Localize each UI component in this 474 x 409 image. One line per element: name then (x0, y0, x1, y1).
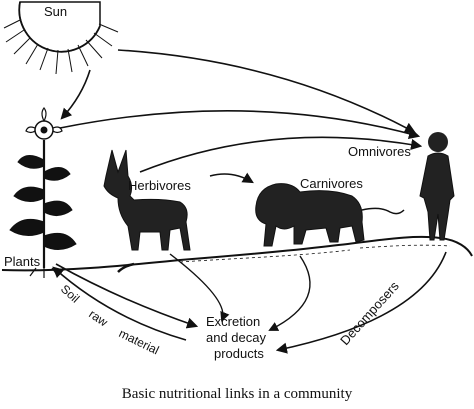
ground-hatching (179, 244, 451, 263)
arrow-plants-to-excretion (55, 263, 199, 329)
excretion-label-line3: products (214, 346, 264, 361)
herbivore-icon (103, 149, 191, 251)
sun-label: Sun (44, 4, 67, 19)
herbivores-label: Herbivores (128, 178, 191, 193)
excretion-label-line2: and decay (206, 330, 266, 345)
carnivore-icon (255, 183, 405, 247)
decomposers-label: Decomposers (337, 278, 402, 348)
arrow-sun-to-plant (60, 69, 91, 120)
diagram-caption: Basic nutritional links in a community (122, 386, 353, 402)
omnivores-label: Omnivores (348, 144, 411, 159)
arrow-herbivores-to-omnivores (139, 136, 423, 173)
plant-icon (9, 107, 77, 278)
soil-label-word2: raw (86, 307, 110, 330)
arrow-omnivore-to-excretion (275, 251, 447, 354)
arrow-herbivores-to-carnivores (209, 172, 254, 184)
omnivore-icon (419, 132, 455, 241)
carnivores-label: Carnivores (300, 176, 363, 191)
soil-label-word3: material (117, 326, 162, 357)
arrow-sun-to-omnivores (117, 49, 416, 134)
arrow-carnivore-to-excretion (268, 255, 311, 331)
sun-icon (3, 1, 119, 75)
arrow-plant-to-omnivores (59, 110, 421, 140)
soil-label-word1: Soil (58, 282, 82, 306)
arrow-soil-to-plants (52, 266, 187, 341)
plants-label: Plants (4, 254, 41, 269)
arrow-herbivore-to-excretion (169, 253, 230, 322)
ground-mark (117, 262, 135, 273)
excretion-label-line1: Excretion (206, 314, 260, 329)
